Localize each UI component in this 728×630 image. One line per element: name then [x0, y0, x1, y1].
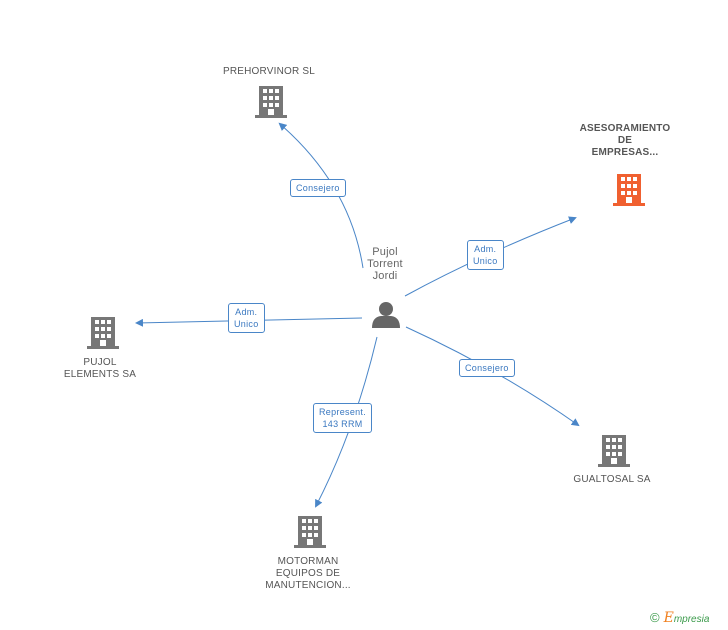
edge-label-asesoramiento: Adm. Unico — [467, 240, 504, 270]
node-label-motorman[interactable]: MOTORMAN EQUIPOS DE MANUTENCION... — [265, 556, 351, 591]
brand-logo-initial: E — [663, 610, 674, 626]
copyright-symbol: © — [650, 610, 660, 625]
edge-label-gualtosal: Consejero — [459, 359, 515, 377]
building-icon[interactable] — [255, 86, 287, 118]
building-icon[interactable] — [598, 435, 630, 467]
node-label-prehorvinor[interactable]: PREHORVINOR SL — [222, 66, 316, 77]
copyright-footer: ©Empresia — [650, 610, 709, 626]
node-label-gualtosal[interactable]: GUALTOSAL SA — [573, 474, 651, 485]
node-label-asesoramiento[interactable]: ASESORAMIENTO DE EMPRESAS... — [579, 123, 671, 158]
edge-label-prehorvinor: Consejero — [290, 179, 346, 197]
edge-label-pujol-elements: Adm. Unico — [228, 303, 265, 333]
edge-label-motorman: Represent. 143 RRM — [313, 403, 373, 433]
person-icon[interactable] — [372, 302, 400, 328]
brand-name: mpresia — [673, 614, 710, 625]
person-label[interactable]: Pujol Torrent Jordi — [367, 246, 403, 282]
node-label-pujol-elements[interactable]: PUJOL ELEMENTS SA — [63, 357, 137, 380]
building-icon[interactable] — [613, 174, 645, 206]
building-icon[interactable] — [87, 317, 119, 349]
building-icon[interactable] — [294, 516, 326, 548]
